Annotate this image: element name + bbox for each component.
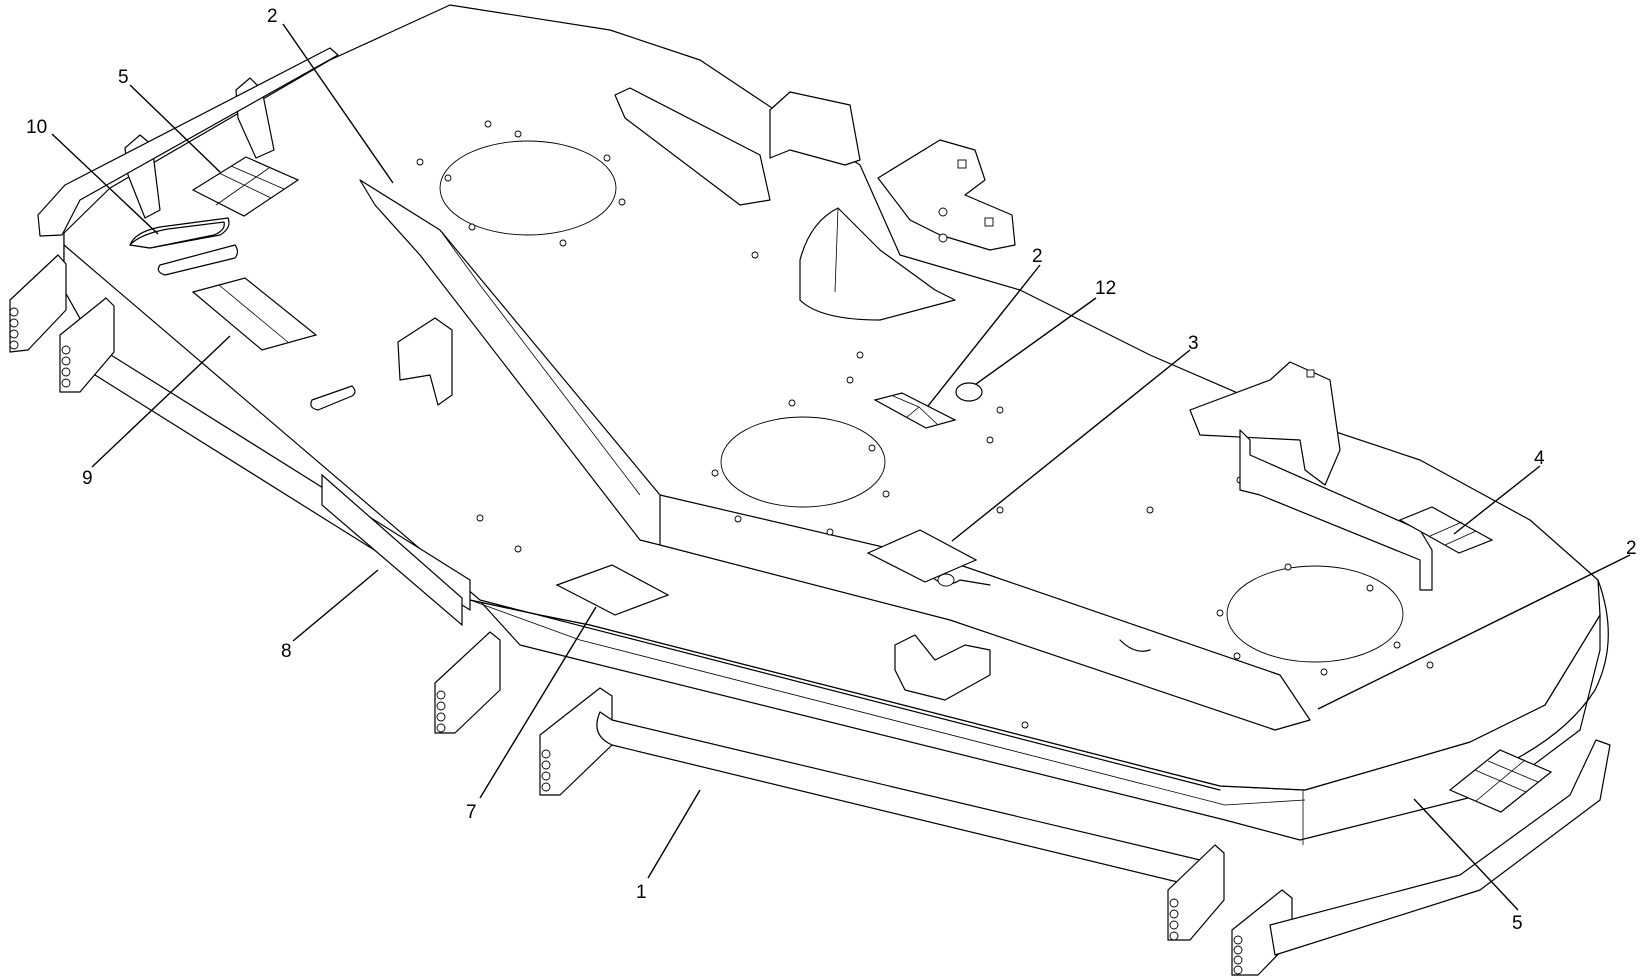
blade-opening-left bbox=[439, 140, 617, 236]
callout-leaders bbox=[51, 23, 1631, 911]
decal-2-center bbox=[873, 392, 957, 429]
decal-3 bbox=[866, 529, 978, 583]
callout-1: 1 bbox=[636, 882, 647, 903]
decal-9 bbox=[191, 277, 318, 351]
callout-7: 7 bbox=[466, 802, 477, 823]
callout-12: 12 bbox=[1095, 278, 1116, 299]
callout-2-center: 2 bbox=[1032, 246, 1043, 267]
decal-5-right bbox=[1448, 749, 1553, 813]
decal-10 bbox=[128, 221, 225, 249]
callout-5-right: 5 bbox=[1512, 913, 1523, 934]
decal-5-left bbox=[191, 156, 300, 217]
callout-labels: 2 5 10 9 8 2 12 3 4 2 7 1 5 bbox=[26, 6, 1637, 934]
callout-2-top: 2 bbox=[267, 6, 278, 27]
callout-8: 8 bbox=[281, 641, 292, 662]
decal-12 bbox=[955, 382, 983, 402]
callout-3: 3 bbox=[1188, 333, 1199, 354]
callout-10: 10 bbox=[26, 117, 47, 138]
decal-7 bbox=[555, 564, 670, 616]
blade-openings bbox=[439, 140, 1404, 663]
front-bumper bbox=[1269, 739, 1611, 956]
callout-4: 4 bbox=[1534, 448, 1545, 469]
blade-opening-center bbox=[720, 416, 886, 508]
decals bbox=[128, 156, 1553, 813]
blade-opening-right bbox=[1226, 565, 1404, 663]
decal-8 bbox=[321, 473, 463, 627]
decal-4 bbox=[1398, 506, 1494, 554]
callout-5-left: 5 bbox=[118, 67, 129, 88]
callout-9: 9 bbox=[82, 468, 93, 489]
callout-2-right: 2 bbox=[1626, 538, 1637, 559]
